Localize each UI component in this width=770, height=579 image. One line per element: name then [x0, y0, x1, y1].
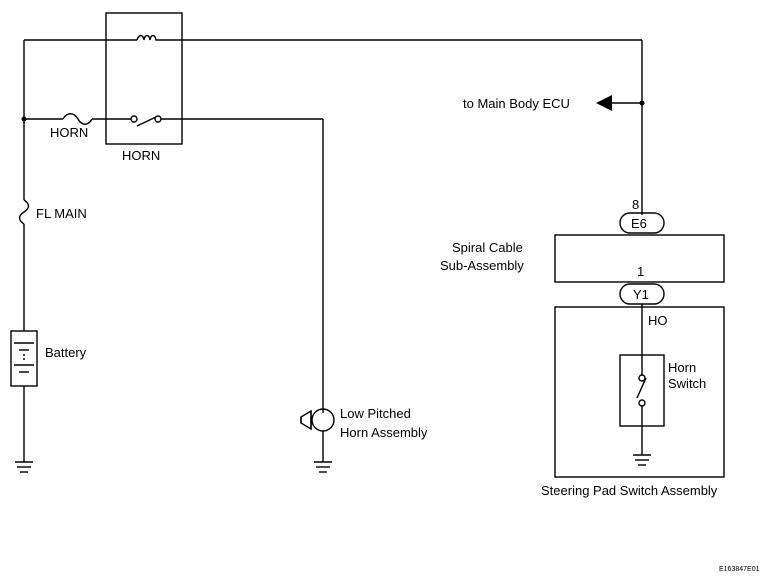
low-pitched-label-2: Horn Assembly: [340, 425, 428, 440]
spiral-cable-label-2: Sub-Assembly: [440, 258, 524, 273]
horn-switch-label-2: Switch: [668, 376, 706, 391]
battery-label: Battery: [45, 345, 87, 360]
arrow-left-icon: [596, 95, 612, 111]
junction-dot-right: [639, 100, 645, 106]
horn-line: [24, 113, 324, 413]
fl-main-fuse-icon: [18, 199, 30, 225]
ground-icon-right: [633, 454, 651, 466]
steering-pad-box: [554, 306, 725, 478]
ground-icon-middle: [314, 461, 332, 473]
relay-coil-icon: [136, 34, 159, 41]
to-main-body-ecu-label: to Main Body ECU: [463, 96, 570, 111]
left-rail: [18, 40, 30, 462]
ecu-branch: [596, 95, 645, 111]
horn-speaker-icon: [300, 408, 335, 462]
top-wire: [24, 39, 643, 215]
horn-switch-circuit: [619, 304, 665, 455]
relay-horn-label: HORN: [122, 148, 160, 163]
connector-y1-label: Y1: [633, 287, 649, 302]
battery-icon: [10, 330, 38, 387]
ground-icon-left: [15, 461, 33, 473]
horn-switch-contact-icon: [636, 377, 647, 399]
fl-main-label: FL MAIN: [36, 206, 87, 221]
steering-pad-label: Steering Pad Switch Assembly: [541, 483, 718, 498]
spiral-cable-box: [554, 234, 725, 283]
low-pitched-label-1: Low Pitched: [340, 406, 411, 421]
horn-switch-label-1: Horn: [668, 360, 696, 375]
relay-contact-icon: [136, 116, 157, 127]
figure-code: E163847E01: [719, 566, 760, 573]
fuse-horn-label: HORN: [50, 125, 88, 140]
ho-label: HO: [648, 313, 668, 328]
horn-fuse-icon: [62, 113, 93, 125]
connector-e6: [619, 212, 665, 234]
pin-8-label: 8: [632, 197, 639, 212]
connector-e6-label: E6: [631, 216, 647, 231]
spiral-cable-label-1: Spiral Cable: [452, 240, 523, 255]
horn-relay-box: [105, 12, 183, 145]
pin-1-label: 1: [637, 264, 644, 279]
